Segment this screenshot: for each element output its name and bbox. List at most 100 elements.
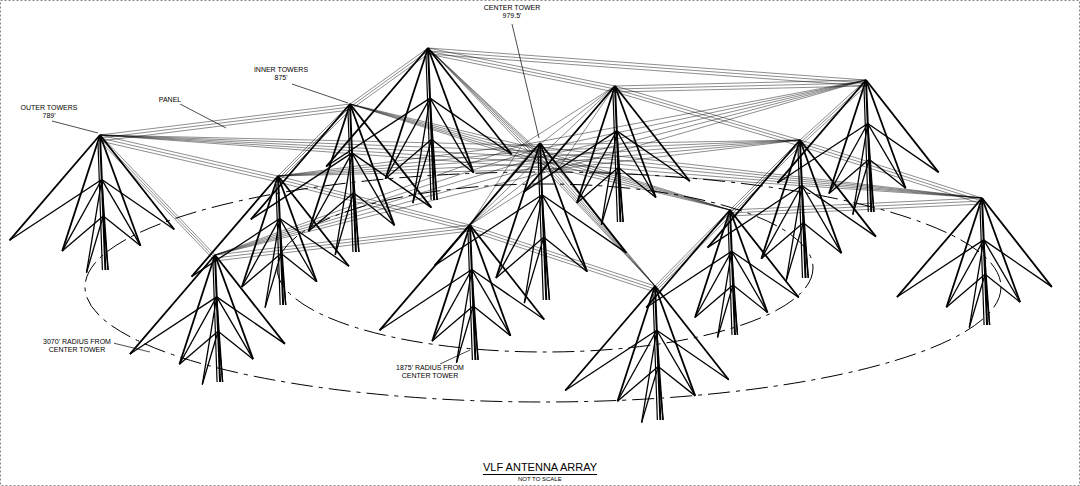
tower-mast	[800, 140, 806, 278]
guy-wire	[601, 131, 616, 225]
guy-wire	[618, 168, 656, 198]
guy-wire	[540, 143, 587, 272]
panel-wire	[615, 80, 866, 86]
leader-line	[113, 343, 150, 352]
callout-label: PANEL	[154, 96, 186, 104]
guy-wire	[730, 210, 799, 298]
guy-wire	[565, 330, 657, 390]
guy-wire	[100, 135, 174, 230]
leader-line	[512, 24, 539, 138]
guy-wire	[430, 98, 512, 154]
guy-wire	[428, 48, 512, 154]
guy-wire	[642, 330, 657, 422]
guy-wire	[985, 274, 1020, 302]
tower-mast	[468, 233, 472, 360]
guy-wire	[251, 153, 352, 220]
guy-wire	[281, 253, 286, 305]
panel-wire	[615, 86, 866, 92]
tower-mast	[100, 135, 105, 270]
guy-wire	[732, 251, 738, 335]
guy-wire	[802, 186, 808, 278]
guy-wire	[352, 153, 431, 208]
guy-wire	[354, 193, 359, 252]
guy-wire	[280, 219, 317, 282]
panel-wire	[428, 48, 615, 86]
panel-wire	[470, 228, 655, 289]
guy-wire	[430, 98, 474, 172]
guy-wire	[432, 306, 473, 341]
guy-wire	[352, 153, 359, 252]
guy-wire	[897, 240, 984, 297]
guy-wire	[179, 331, 218, 364]
guy-wire	[544, 237, 550, 300]
guy-wire	[617, 131, 623, 222]
guy-wire	[985, 274, 990, 325]
guy-wire	[10, 135, 100, 240]
guy-wire	[202, 297, 216, 385]
guy-wire	[732, 251, 768, 312]
guy-wire	[352, 153, 394, 226]
guy-wire	[265, 219, 280, 308]
guy-wire	[803, 223, 808, 278]
guy-wire	[540, 143, 626, 253]
guy-wire	[457, 270, 472, 363]
guy-wire	[617, 131, 656, 198]
panel-wire	[800, 86, 866, 146]
guy-wire	[730, 210, 768, 313]
guy-wire	[473, 306, 478, 360]
tower-mast	[426, 56, 431, 200]
guy-wire	[326, 48, 428, 167]
panel-wire	[215, 157, 540, 255]
guy-wire	[853, 124, 868, 215]
guy-wire	[800, 140, 841, 253]
guy-wire	[655, 286, 695, 396]
guy-wire	[655, 286, 729, 380]
callout-label: 3070' RADIUS FROM CENTER TOWER	[40, 338, 114, 354]
guy-wire	[984, 240, 990, 325]
guy-wire	[218, 331, 223, 382]
guy-wire	[215, 255, 253, 359]
guy-wire	[800, 140, 876, 237]
guy-wire	[732, 251, 799, 297]
panel-wire	[428, 48, 522, 145]
panel-wire	[522, 145, 982, 198]
guy-wire	[615, 86, 690, 181]
guy-wire	[615, 86, 656, 198]
tower-mast	[728, 218, 732, 335]
guy-wire	[202, 331, 218, 384]
panel-wire	[278, 157, 540, 176]
guy-wire	[733, 285, 738, 335]
guy-wire	[472, 270, 511, 336]
guy-wire	[103, 216, 108, 270]
guy-wire	[192, 176, 278, 277]
tower-mast	[866, 80, 871, 212]
guy-wire	[102, 180, 141, 246]
guy-wire	[428, 48, 474, 173]
guy-wire	[829, 159, 869, 193]
guy-wire	[946, 274, 985, 307]
guy-wire	[280, 219, 349, 267]
guy-wire	[868, 124, 939, 173]
panel-wire	[100, 135, 549, 163]
tower-mast	[653, 294, 657, 420]
guy-wire	[473, 306, 510, 336]
tower-mast	[213, 263, 217, 382]
guy-wire	[969, 274, 985, 327]
guy-wire	[718, 251, 732, 337]
panel-wire	[278, 145, 522, 176]
guy-wire	[251, 104, 350, 219]
guy-wire	[869, 159, 905, 188]
guy-wire	[472, 270, 544, 320]
guy-wire	[657, 330, 695, 396]
guy-wire	[853, 159, 869, 214]
guy-wire	[868, 124, 906, 189]
guy-wire	[470, 225, 544, 320]
guy-wire	[354, 193, 395, 226]
panel-wire	[428, 48, 549, 163]
panel-wire	[428, 51, 866, 83]
guy-wire	[217, 297, 223, 382]
guy-wire	[278, 176, 317, 282]
guy-wire	[470, 225, 511, 336]
leader-line	[440, 350, 470, 364]
guy-wire	[326, 98, 430, 166]
